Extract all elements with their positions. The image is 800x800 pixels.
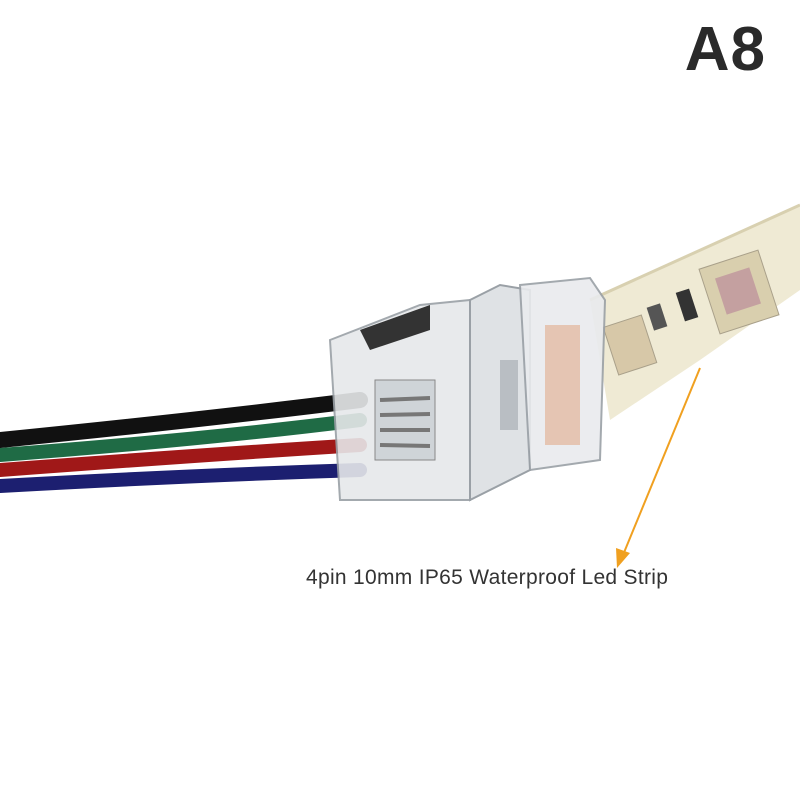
- model-badge: A8: [684, 15, 766, 84]
- pointer-arrow: [616, 367, 701, 568]
- connector: [328, 276, 607, 502]
- led-strip: [589, 203, 800, 420]
- product-caption: 4pin 10mm IP65 Waterproof Led Strip: [306, 566, 669, 589]
- wires: [0, 392, 368, 493]
